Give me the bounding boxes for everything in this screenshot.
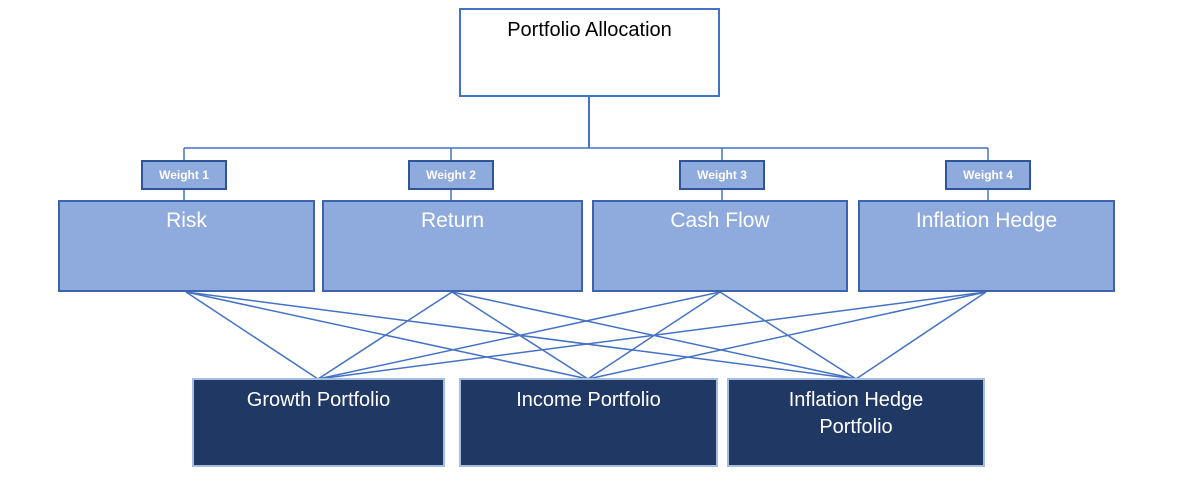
portfolio-growth-label: Growth Portfolio	[246, 389, 391, 411]
weight-1-label: Weight 1	[159, 168, 209, 182]
portfolio-node-inflation-hedge: Inflation Hedge Portfolio	[727, 378, 985, 467]
weight-4-chip: Weight 4	[945, 160, 1031, 190]
portfolio-inflation-hedge-label: Inflation Hedge Portfolio	[788, 389, 924, 438]
criteria-node-risk: Risk	[58, 200, 315, 292]
criteria-cash-flow-label: Cash Flow	[670, 209, 770, 232]
criteria-node-return: Return	[322, 200, 583, 292]
weight-2-label: Weight 2	[426, 168, 476, 182]
weight-4-label: Weight 4	[963, 168, 1013, 182]
weight-3-label: Weight 3	[697, 168, 747, 182]
root-node-portfolio-allocation: Portfolio Allocation	[459, 8, 720, 97]
root-node-label: Portfolio Allocation	[507, 19, 672, 41]
criteria-node-cash-flow: Cash Flow	[592, 200, 848, 292]
weight-3-chip: Weight 3	[679, 160, 765, 190]
portfolio-income-label: Income Portfolio	[516, 389, 661, 411]
portfolio-node-growth: Growth Portfolio	[192, 378, 445, 467]
criteria-node-inflation-hedge: Inflation Hedge	[858, 200, 1115, 292]
criteria-return-label: Return	[420, 209, 485, 232]
criteria-inflation-hedge-label: Inflation Hedge	[915, 209, 1058, 232]
weight-2-chip: Weight 2	[408, 160, 494, 190]
criteria-risk-label: Risk	[166, 209, 207, 232]
weight-1-chip: Weight 1	[141, 160, 227, 190]
portfolio-node-income: Income Portfolio	[459, 378, 718, 467]
